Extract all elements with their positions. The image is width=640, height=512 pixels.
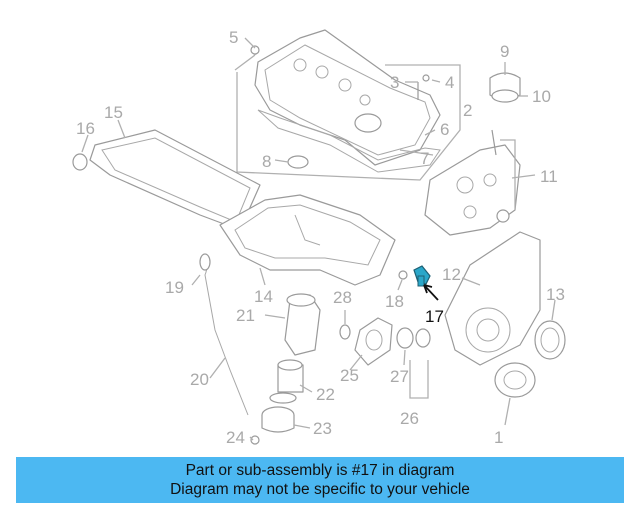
callout-25: 25 bbox=[340, 366, 359, 385]
callout-9: 9 bbox=[500, 42, 509, 61]
oil-filter-part bbox=[277, 359, 304, 393]
callout-2: 2 bbox=[463, 101, 472, 120]
callout-12: 12 bbox=[442, 265, 461, 284]
timing-cover-part bbox=[424, 129, 521, 236]
crank-pulley-part bbox=[494, 362, 536, 398]
callout-26: 26 bbox=[400, 409, 419, 428]
callout-20: 20 bbox=[190, 370, 209, 389]
banner-line-1: Part or sub-assembly is #17 in diagram bbox=[185, 462, 455, 479]
oil-cap-part bbox=[489, 72, 521, 103]
oil-pan-part bbox=[219, 194, 396, 286]
callout-22: 22 bbox=[316, 385, 335, 404]
callout-16: 16 bbox=[76, 119, 95, 138]
callout-11: 11 bbox=[540, 167, 558, 186]
callout-27: 27 bbox=[390, 367, 409, 386]
callout-18: 18 bbox=[385, 292, 404, 311]
oil-pan-gasket-part bbox=[89, 129, 261, 231]
flange-part bbox=[354, 317, 393, 366]
callout-3: 3 bbox=[390, 73, 399, 92]
callout-23: 23 bbox=[313, 419, 332, 438]
oil-filter-housing-part bbox=[284, 293, 321, 356]
callout-15: 15 bbox=[104, 103, 123, 122]
valve-cover-part bbox=[254, 29, 441, 166]
info-banner: Part or sub-assembly is #17 in diagram D… bbox=[16, 457, 624, 503]
dipstick-part bbox=[199, 253, 249, 416]
callout-5: 5 bbox=[229, 28, 238, 47]
callout-10: 10 bbox=[532, 87, 551, 106]
callout-21: 21 bbox=[236, 306, 255, 325]
valve-cover-gasket-part bbox=[257, 109, 441, 173]
callout-6: 6 bbox=[440, 120, 449, 139]
callout-7: 7 bbox=[420, 149, 429, 168]
banner-line-2: Diagram may not be specific to your vehi… bbox=[170, 481, 470, 498]
callout-4: 4 bbox=[445, 73, 454, 92]
lower-timing-cover-part bbox=[444, 231, 541, 366]
parts-diagram: 5 3 4 2 6 7 8 9 10 11 12 13 16 15 14 19 … bbox=[72, 28, 566, 447]
callout-17-highlighted: 17 bbox=[425, 307, 444, 326]
callout-14: 14 bbox=[254, 287, 273, 306]
highlighted-sensor-part bbox=[413, 265, 439, 301]
callout-24: 24 bbox=[226, 428, 245, 447]
callout-13: 13 bbox=[546, 285, 565, 304]
callout-19: 19 bbox=[165, 278, 184, 297]
callout-8: 8 bbox=[262, 152, 271, 171]
callout-28: 28 bbox=[333, 288, 352, 307]
callout-1: 1 bbox=[494, 428, 503, 447]
oil-filter-cap-part bbox=[261, 406, 295, 433]
